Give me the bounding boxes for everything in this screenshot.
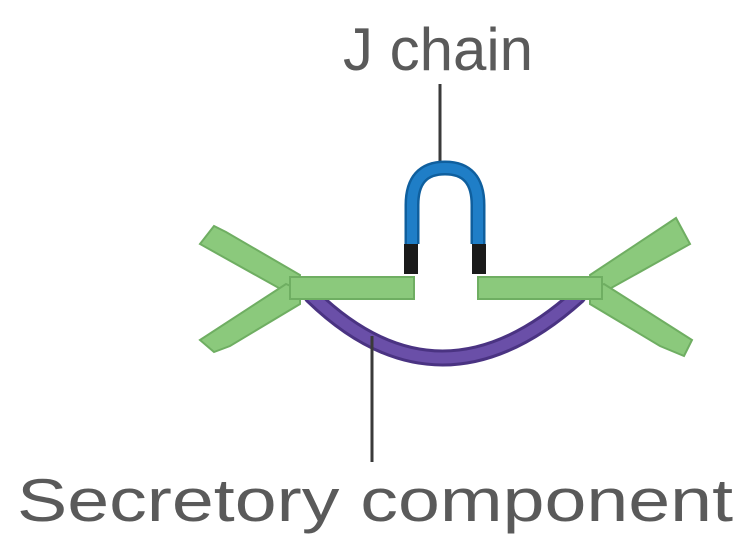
j-chain-label: J chain	[343, 16, 533, 83]
secretory-component-arc-inner	[312, 296, 578, 358]
secretory-component-label: Secretory component	[17, 467, 733, 534]
right-hinge-tip	[472, 244, 486, 274]
right-stem	[478, 277, 602, 299]
left-upper-arm	[200, 226, 300, 292]
left-hinge-tip	[404, 244, 418, 274]
left-monomer-icon	[200, 226, 414, 352]
j-chain-loop-inner	[412, 168, 478, 244]
right-upper-arm	[590, 218, 690, 292]
left-stem	[290, 277, 414, 299]
right-lower-arm	[590, 284, 692, 356]
left-lower-arm	[200, 284, 300, 352]
